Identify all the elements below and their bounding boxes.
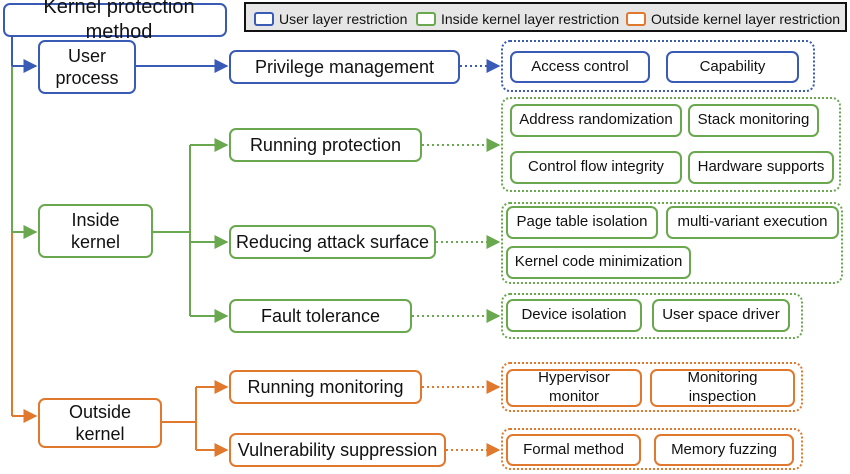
legend-item-inside: Inside kernel layer restriction: [416, 10, 619, 28]
group-vulnerability-suppression: [501, 428, 803, 470]
leaf-page-table-isolation: Page table isolation: [506, 206, 658, 239]
leaf-capability: Capability: [666, 51, 799, 83]
root-node: Kernel protection method: [3, 0, 227, 43]
leaf-monitoring-inspection: Monitoring inspection: [650, 369, 795, 407]
node-inside-kernel: Inside kernel: [38, 204, 153, 258]
leaf-hypervisor-monitor: Hypervisor monitor: [506, 369, 642, 407]
leaf-hardware-supports: Hardware supports: [688, 151, 834, 184]
leaf-formal-method: Formal method: [506, 434, 641, 466]
legend-swatch-green: [416, 12, 436, 26]
leaf-control-flow-integrity: Control flow integrity: [510, 151, 682, 184]
leaf-user-space-driver: User space driver: [652, 299, 790, 332]
group-fault-tolerance: [501, 293, 803, 339]
leaf-address-randomization: Address randomization: [510, 104, 682, 137]
group-privilege: [501, 40, 815, 92]
legend: User layer restriction Inside kernel lay…: [244, 2, 847, 32]
node-outside-kernel: Outside kernel: [38, 398, 162, 448]
node-reducing-attack-surface: Reducing attack surface: [229, 225, 436, 259]
node-vulnerability-suppression: Vulnerability suppression: [229, 433, 446, 467]
node-privilege-management: Privilege management: [229, 50, 460, 84]
leaf-device-isolation: Device isolation: [506, 299, 642, 332]
node-running-monitoring: Running monitoring: [229, 370, 422, 404]
legend-swatch-orange: [626, 12, 646, 26]
legend-label: Outside kernel layer restriction: [651, 11, 841, 27]
leaf-access-control: Access control: [510, 51, 650, 83]
group-running-protection: [501, 97, 841, 192]
node-running-protection: Running protection: [229, 128, 422, 162]
leaf-memory-fuzzing: Memory fuzzing: [654, 434, 794, 466]
legend-item-outside: Outside kernel layer restriction: [626, 10, 840, 28]
legend-label: Inside kernel layer restriction: [441, 11, 620, 27]
leaf-multi-variant-execution: multi-variant execution: [666, 206, 839, 239]
node-fault-tolerance: Fault tolerance: [229, 299, 412, 333]
leaf-stack-monitoring: Stack monitoring: [688, 104, 819, 137]
legend-item-user: User layer restriction: [254, 10, 407, 28]
node-user-process: User process: [38, 40, 136, 94]
leaf-kernel-code-minimization: Kernel code minimization: [506, 246, 691, 279]
legend-swatch-blue: [254, 12, 274, 26]
legend-label: User layer restriction: [279, 11, 408, 27]
group-reducing-attack-surface: [501, 202, 843, 284]
group-running-monitoring: [501, 362, 803, 412]
